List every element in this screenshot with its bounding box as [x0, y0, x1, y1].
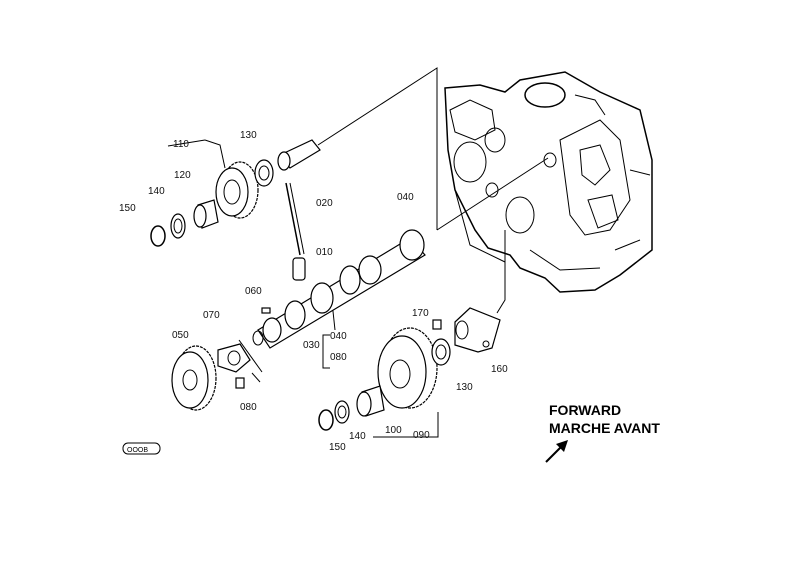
label-010: 010: [316, 247, 333, 258]
label-020: 020: [316, 198, 333, 209]
label-120: 120: [174, 170, 191, 181]
label-130-top: 130: [240, 130, 257, 141]
snap-ring-lower: [318, 409, 334, 431]
label-030: 030: [303, 340, 320, 351]
cam-gear: [171, 345, 217, 411]
collar-upper: [254, 159, 274, 187]
leader-lines: [167, 67, 549, 438]
label-140-left: 140: [148, 186, 165, 197]
bushing-upper: [193, 199, 219, 229]
label-080-mid: 080: [330, 352, 347, 363]
idle-gear-lower: [377, 327, 438, 409]
label-080-left: 080: [240, 402, 257, 413]
caption-forward: FORWARD: [549, 402, 621, 418]
bolt-left: [235, 377, 245, 389]
idle-gear-upper: [215, 161, 259, 219]
caption-marche-avant: MARCHE AVANT: [549, 420, 660, 436]
label-050: 050: [172, 330, 189, 341]
tappet: [292, 257, 306, 281]
label-070: 070: [203, 310, 220, 321]
thrust-plate: [217, 343, 251, 373]
label-040-top: 040: [397, 192, 414, 203]
label-150-left: 150: [119, 203, 136, 214]
label-100: 100: [385, 425, 402, 436]
bolt-170: [432, 319, 442, 330]
logo-stamp: OOOB: [122, 442, 161, 455]
logo-text: OOOB: [127, 447, 148, 454]
camshaft: [252, 229, 426, 349]
bushing-lower: [356, 385, 385, 417]
collar-lower: [431, 338, 451, 366]
label-170: 170: [412, 308, 429, 319]
label-090: 090: [413, 430, 430, 441]
label-130-bottom: 130: [456, 382, 473, 393]
push-rod: [285, 182, 305, 256]
snap-ring-left: [150, 225, 166, 247]
label-110: 110: [173, 139, 189, 150]
label-160: 160: [491, 364, 508, 375]
label-140-bottom: 140: [349, 431, 366, 442]
forward-arrow-icon: [545, 440, 568, 463]
direction-caption: FORWARD MARCHE AVANT: [549, 402, 660, 436]
washer-left: [170, 213, 186, 239]
label-150-bottom: 150: [329, 442, 346, 453]
label-060: 060: [245, 286, 262, 297]
label-040-mid: 040: [330, 331, 347, 342]
key-pin: [261, 307, 271, 314]
engine-block: [444, 71, 653, 293]
idler-shaft: [277, 139, 321, 171]
idler-shaft-bracket: [454, 307, 501, 353]
washer-lower: [334, 400, 350, 424]
part-labels: 110 130 120 140 150 020 010 040 060 070 …: [119, 130, 508, 453]
